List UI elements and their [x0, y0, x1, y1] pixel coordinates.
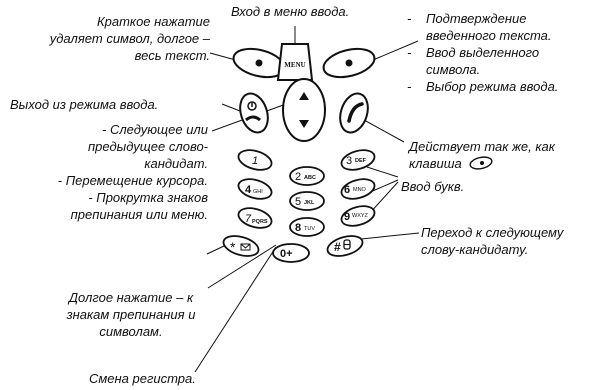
key-3-digit: 3	[346, 155, 352, 167]
key-3-letters: DEF	[355, 158, 367, 164]
key-2[interactable]: 2 ABC	[290, 167, 324, 185]
key-4[interactable]: 4 GHI	[236, 176, 274, 203]
key-4-letters: GHI	[253, 189, 263, 195]
right-soft-key-icon	[467, 156, 495, 170]
send-key[interactable]	[335, 90, 372, 136]
key-8-letters: TUV	[304, 226, 315, 232]
key-star[interactable]: *	[221, 232, 261, 259]
menu-key[interactable]: MENU	[278, 44, 312, 80]
key-8-digit: 8	[295, 222, 301, 234]
long-press-note: Долгое нажатие – к знакам препинания и с…	[42, 289, 220, 340]
short-press-note: Краткое нажатие удаляет символ, долгое –…	[0, 13, 210, 64]
leader-letters-3	[367, 167, 398, 177]
key-6[interactable]: 6 MNO	[339, 176, 377, 203]
menu-entry-note: Вход в меню ввода.	[231, 3, 349, 20]
leader-star	[207, 246, 224, 254]
key-7[interactable]: 7 PQRS	[236, 205, 274, 232]
case-switch-note: Смена регистра.	[89, 370, 196, 387]
key-5[interactable]: 5 JKL	[290, 192, 324, 210]
leader-hash	[361, 233, 419, 239]
key-hash-symbol: #	[334, 240, 341, 254]
exit-mode-note: Выход из режима ввода.	[10, 96, 158, 113]
key-8[interactable]: 8 TUV	[290, 218, 324, 236]
key-0-label: 0+	[280, 248, 293, 260]
letters-note: Ввод букв.	[401, 178, 464, 195]
leader-end-key	[222, 104, 240, 111]
key-7-letters: PQRS	[252, 219, 268, 225]
key-hash[interactable]: #	[325, 232, 365, 259]
key-9-letters: WXYZ	[352, 213, 369, 219]
key-5-digit: 5	[295, 196, 301, 208]
navigation-key[interactable]	[283, 79, 325, 141]
key-7-digit: 7	[245, 213, 252, 225]
key-0[interactable]: 0+	[273, 244, 309, 262]
right-soft-key[interactable]	[321, 44, 378, 82]
next-word-note: Переход к следующему слову-кандидату.	[421, 224, 563, 258]
key-6-letters: MNO	[353, 187, 367, 193]
key-star-symbol: *	[230, 239, 236, 255]
key-2-digit: 2	[295, 171, 301, 183]
send-key-note: Действует так же, как клавиша	[409, 138, 555, 172]
key-9[interactable]: 9 WXYZ	[339, 203, 377, 230]
key-2-letters: ABC	[304, 175, 316, 181]
key-6-digit: 6	[344, 184, 350, 196]
key-9-digit: 9	[344, 211, 350, 223]
key-5-letters: JKL	[304, 200, 315, 206]
leader-send	[364, 120, 404, 142]
right-soft-notes: Подтверждение введенного текста. Ввод вы…	[404, 10, 558, 95]
menu-key-label: MENU	[284, 61, 305, 69]
key-4-digit: 4	[245, 184, 252, 196]
key-1-digit: 1	[252, 155, 258, 167]
navigation-notes: - Следующее или предыдущее слово- кандид…	[0, 121, 208, 223]
key-1[interactable]: 1	[236, 147, 274, 174]
end-key[interactable]	[235, 90, 272, 136]
key-3[interactable]: 3 DEF	[339, 147, 377, 174]
